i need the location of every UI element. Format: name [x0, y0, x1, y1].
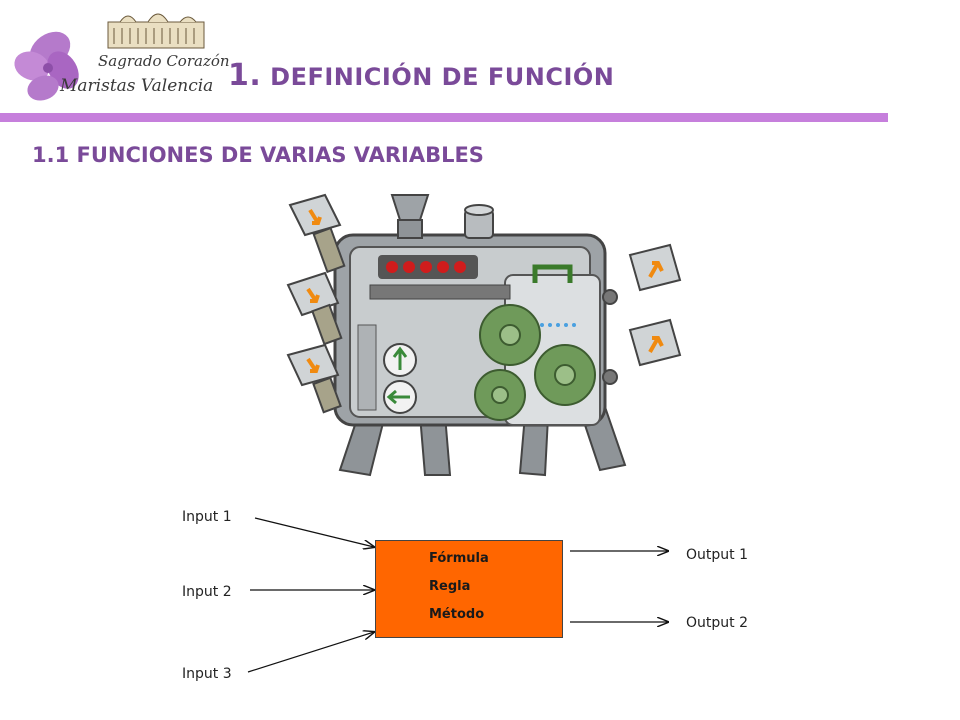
machine-chimneys — [390, 194, 494, 239]
input-1-label: Input 1 — [182, 509, 232, 525]
output-funnels — [602, 243, 682, 385]
function-box: Fórmula Regla Método — [375, 540, 563, 638]
screw-band — [369, 284, 511, 300]
arrow-input-3 — [247, 632, 374, 673]
output-1-label: Output 1 — [686, 547, 748, 563]
slide-number: 1. — [228, 58, 262, 93]
flower-icon — [14, 31, 79, 101]
input-3-label: Input 3 — [182, 666, 232, 682]
input-2-label: Input 2 — [182, 584, 232, 600]
logo-text-line2: Maristas Valencia — [60, 76, 214, 96]
box-line-method: Método — [429, 607, 485, 622]
function-machine-illustration — [280, 185, 700, 485]
output-2-label: Output 2 — [686, 615, 748, 631]
title-divider — [0, 113, 888, 122]
slide-title: 1. DEFINICIÓN DE FUNCIÓN — [228, 58, 614, 93]
slide-title-text: DEFINICIÓN DE FUNCIÓN — [270, 63, 615, 91]
arrow-input-1 — [254, 517, 374, 547]
building-icon — [107, 13, 205, 49]
school-logo: Sagrado Corazón Maristas Valencia — [8, 8, 230, 110]
handle-icon — [532, 264, 573, 283]
section-subtitle: 1.1 FUNCIONES DE VARIAS VARIABLES — [32, 143, 484, 167]
input-funnels — [286, 193, 346, 414]
flower-building-emblem — [14, 13, 205, 101]
gear-icons — [474, 304, 596, 421]
box-line-rule: Regla — [429, 579, 471, 594]
red-lights — [378, 255, 478, 279]
logo-text-line1: Sagrado Corazón — [98, 52, 230, 70]
blue-dots — [540, 323, 576, 327]
box-line-formula: Fórmula — [429, 551, 489, 566]
gauge-icons — [357, 324, 417, 414]
